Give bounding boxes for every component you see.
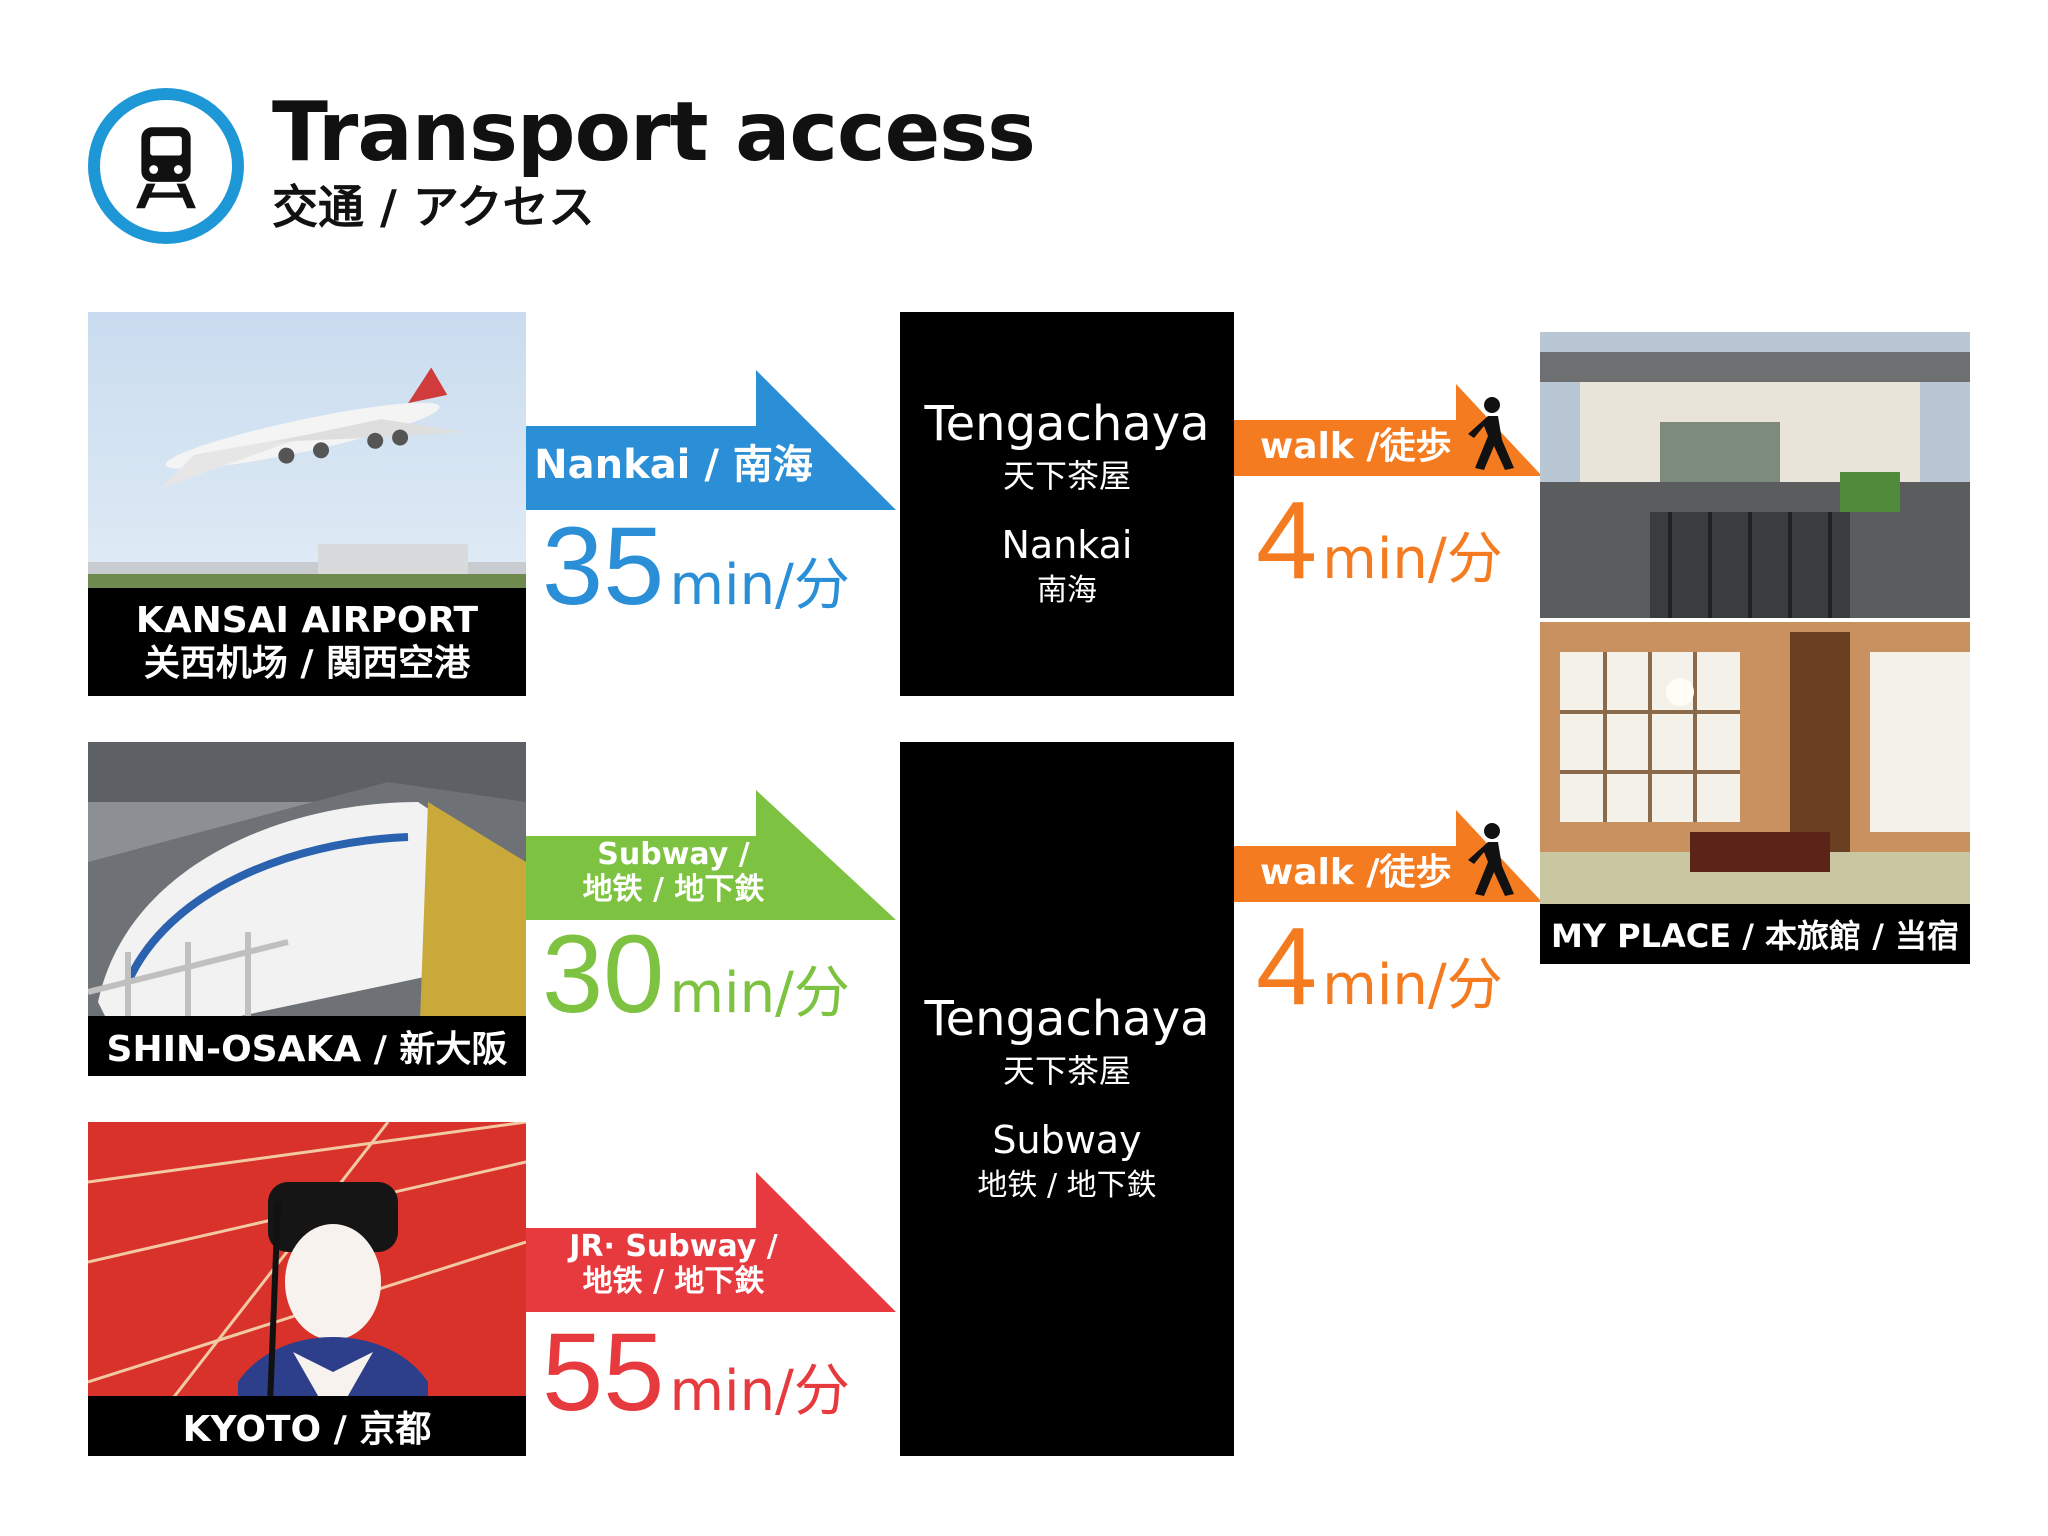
station-line-jp: 地铁 / 地下鉄 (977, 1167, 1157, 1203)
minutes-unit: min/分 (1322, 527, 1503, 592)
shin-osaka-caption: SHIN-OSAKA / 新大阪 (88, 1016, 526, 1076)
origin-name: KYOTO / 京都 (182, 1409, 432, 1450)
train-icon (136, 127, 196, 209)
station-tengachaya-subway: Tengachaya 天下茶屋 Subway 地铁 / 地下鉄 (900, 742, 1234, 1456)
route-label: Nankai / 南海 (534, 442, 813, 488)
minutes: 55 (542, 1311, 665, 1434)
walk-arrow-2: walk /徒歩 (1234, 810, 1542, 902)
origin-name: KANSAI AIRPORT (135, 599, 479, 641)
walking-person-icon (1468, 397, 1514, 470)
minutes-unit: min/分 (669, 1359, 850, 1424)
minutes: 30 (542, 913, 665, 1036)
shin-osaka-photo: SHIN-OSAKA / 新大阪 (88, 742, 526, 1076)
route-time-subway: 30 min/分 (542, 920, 850, 1030)
walking-person-icon (1468, 823, 1514, 896)
shinkansen-image (88, 742, 526, 1076)
walk-label: walk /徒歩 (1260, 852, 1452, 893)
minutes-unit: min/分 (669, 553, 850, 618)
route-label-line2: 地铁 / 地下鉄 (582, 1263, 765, 1299)
route-label: Subway / 地铁 / 地下鉄 (526, 837, 821, 907)
kyoto-caption: KYOTO / 京都 (88, 1396, 526, 1456)
house-and-room-image (1540, 332, 1970, 964)
origin-name-jp: 关西机场 / 関西空港 (143, 643, 471, 684)
minutes-unit: min/分 (669, 961, 850, 1026)
route-time-nankai: 35 min/分 (542, 512, 850, 622)
minutes: 4 (1256, 479, 1318, 602)
station-line: Nankai (1001, 522, 1133, 567)
station-name: Tengachaya (924, 396, 1210, 453)
walk-time-2: 4 min/分 (1256, 912, 1503, 1022)
station-line-jp: 南海 (1037, 572, 1097, 608)
route-arrow-nankai: Nankai / 南海 (526, 370, 896, 510)
route-arrow-jr-subway: JR· Subway / 地铁 / 地下鉄 (526, 1172, 896, 1312)
route-label: JR· Subway / 地铁 / 地下鉄 (526, 1229, 821, 1299)
station-line: Subway (992, 1117, 1142, 1162)
walk-label: walk /徒歩 (1260, 426, 1452, 467)
destination-photo: MY PLACE / 本旅館 / 当宿 (1540, 332, 1970, 964)
page-title: Transport access (272, 85, 1036, 180)
station-name-jp: 天下茶屋 (1002, 1051, 1131, 1090)
origin-name: SHIN-OSAKA / 新大阪 (106, 1029, 508, 1070)
minutes: 35 (542, 505, 665, 628)
walk-time-1: 4 min/分 (1256, 486, 1503, 596)
station-name: Tengachaya (924, 991, 1210, 1048)
destination-name: MY PLACE / 本旅館 / 当宿 (1550, 917, 1960, 955)
route-label-line1: JR· Subway / (569, 1229, 778, 1264)
route-label-line1: Subway / (597, 837, 750, 872)
station-tengachaya-nankai: Tengachaya 天下茶屋 Nankai 南海 (900, 312, 1234, 696)
route-time-jr-subway: 55 min/分 (542, 1318, 850, 1428)
walk-arrow-1: walk /徒歩 (1234, 384, 1542, 476)
page-subtitle: 交通 / アクセス (272, 180, 595, 234)
station-name-jp: 天下茶屋 (1002, 456, 1131, 495)
train-logo (88, 88, 244, 244)
minutes: 4 (1256, 905, 1318, 1028)
minutes-unit: min/分 (1322, 953, 1503, 1018)
route-label-line2: 地铁 / 地下鉄 (582, 871, 765, 907)
kyoto-photo: KYOTO / 京都 (88, 1122, 526, 1456)
route-arrow-subway: Subway / 地铁 / 地下鉄 (526, 790, 896, 920)
destination-caption: MY PLACE / 本旅館 / 当宿 (1540, 904, 1970, 964)
kansai-airport-caption: KANSAI AIRPORT 关西机场 / 関西空港 (88, 588, 526, 696)
kansai-airport-photo: KANSAI AIRPORT 关西机场 / 関西空港 (88, 312, 526, 696)
